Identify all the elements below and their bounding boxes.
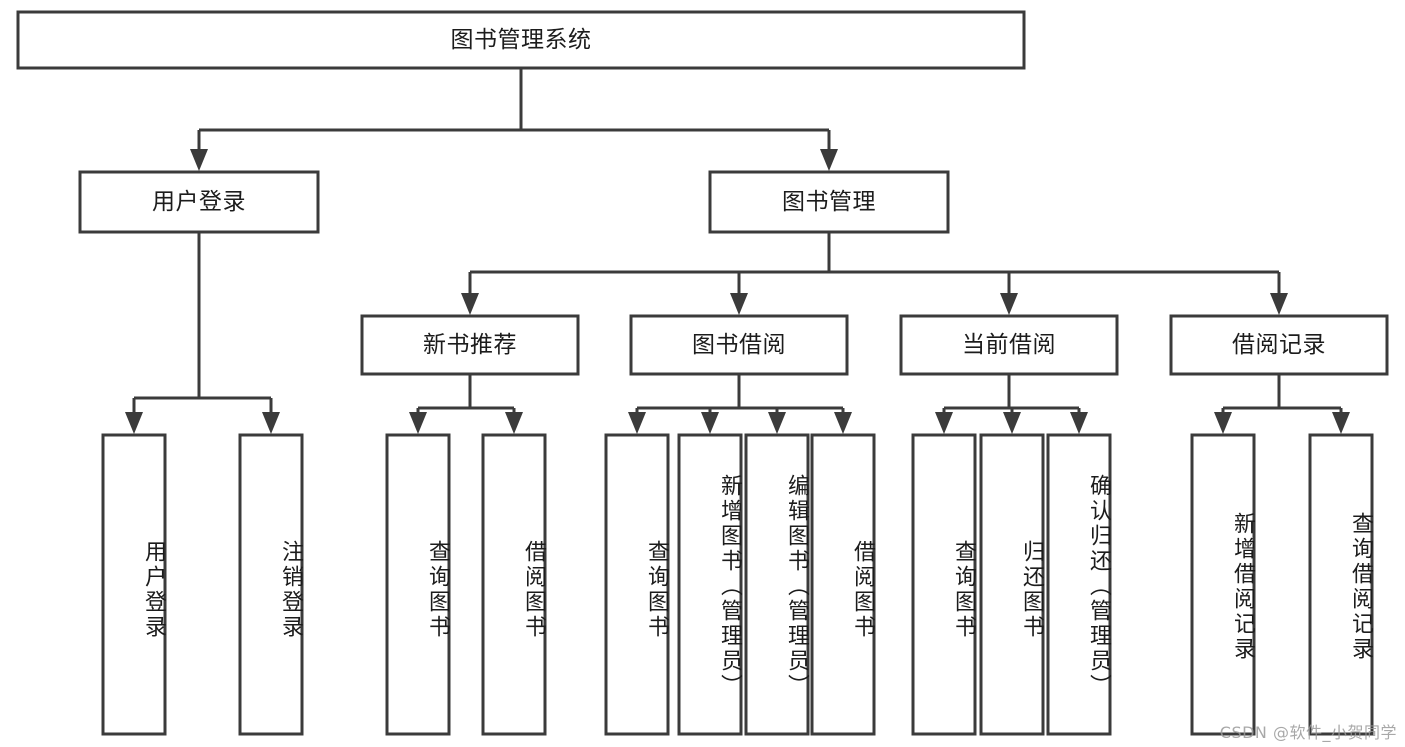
- node-box-用户登录[interactable]: [101, 433, 167, 736]
- arrow-head-icon: [935, 412, 953, 434]
- edges-layer: [125, 68, 1350, 434]
- node-box-借阅图书[interactable]: [810, 433, 876, 736]
- arrow-head-icon: [701, 412, 719, 434]
- arrow-head-icon: [730, 293, 748, 315]
- arrow-head-icon: [1000, 293, 1018, 315]
- node-box-图书管理[interactable]: [708, 170, 950, 234]
- node-box-图书管理系统[interactable]: [16, 10, 1026, 70]
- arrow-head-icon: [1270, 293, 1288, 315]
- node-box-用户登录[interactable]: [78, 170, 320, 234]
- node-box-编辑图书管理员[interactable]: [744, 433, 810, 736]
- node-box-注销登录[interactable]: [238, 433, 304, 736]
- arrow-head-icon: [768, 412, 786, 434]
- node-box-当前借阅[interactable]: [899, 314, 1119, 376]
- arrow-head-icon: [190, 149, 208, 171]
- node-box-新增图书管理员[interactable]: [677, 433, 743, 736]
- node-box-图书借阅[interactable]: [629, 314, 849, 376]
- node-box-新书推荐[interactable]: [360, 314, 580, 376]
- node-box-查询图书[interactable]: [911, 433, 977, 736]
- arrow-head-icon: [1003, 412, 1021, 434]
- arrow-head-icon: [834, 412, 852, 434]
- arrow-head-icon: [628, 412, 646, 434]
- boxes-layer: [16, 10, 1389, 736]
- node-box-新增借阅记录[interactable]: [1190, 433, 1256, 736]
- node-box-查询借阅记录[interactable]: [1308, 433, 1374, 736]
- node-box-归还图书[interactable]: [979, 433, 1045, 736]
- arrow-head-icon: [125, 412, 143, 434]
- node-box-借阅图书[interactable]: [481, 433, 547, 736]
- node-box-查询图书[interactable]: [604, 433, 670, 736]
- node-box-借阅记录[interactable]: [1169, 314, 1389, 376]
- arrow-head-icon: [262, 412, 280, 434]
- node-box-查询图书[interactable]: [385, 433, 451, 736]
- arrow-head-icon: [409, 412, 427, 434]
- arrow-head-icon: [1070, 412, 1088, 434]
- node-box-确认归还管理员[interactable]: [1046, 433, 1112, 736]
- arrow-head-icon: [820, 149, 838, 171]
- arrow-head-icon: [1214, 412, 1232, 434]
- arrow-head-icon: [1332, 412, 1350, 434]
- arrow-head-icon: [461, 293, 479, 315]
- arrow-head-icon: [505, 412, 523, 434]
